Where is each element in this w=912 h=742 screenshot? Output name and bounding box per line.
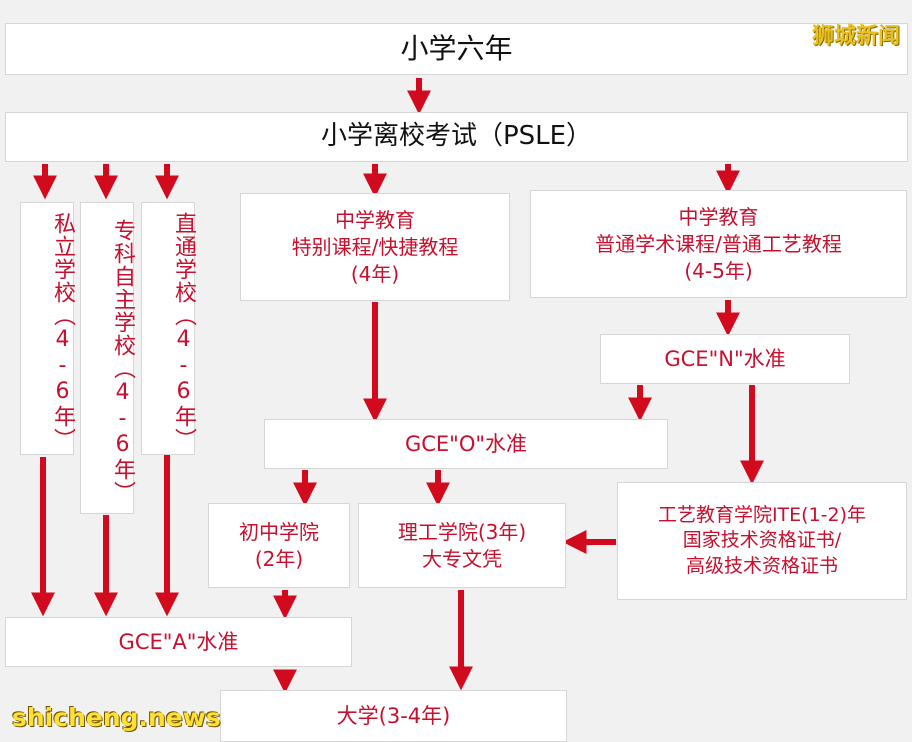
node-specialized-independent-school: 专科自主学校（4-6年） bbox=[80, 202, 135, 514]
node-secondary-normal: 中学教育 普通学术课程/普通工艺教程 (4-5年) bbox=[530, 190, 907, 298]
secondary-normal-line2: 普通学术课程/普通工艺教程 bbox=[595, 231, 842, 256]
watermark-logo-top: 狮城新闻 bbox=[811, 24, 900, 49]
node-university: 大学(3-4年) bbox=[220, 690, 567, 742]
node-gce-o-level: GCE"O"水准 bbox=[264, 419, 668, 469]
node-gce-n-level: GCE"N"水准 bbox=[600, 334, 850, 384]
secondary-normal-line3: (4-5年) bbox=[684, 258, 753, 283]
ite-line2: 国家技术资格证书/ bbox=[682, 529, 842, 552]
polytechnic-line1: 理工学院(3年) bbox=[397, 519, 527, 544]
polytechnic-line2: 大专文凭 bbox=[422, 546, 502, 571]
junior-college-line2: (2年) bbox=[254, 546, 304, 571]
secondary-express-line1: 中学教育 bbox=[335, 207, 415, 232]
ite-line1: 工艺教育学院ITE(1-2)年 bbox=[657, 503, 867, 526]
node-polytechnic: 理工学院(3年) 大专文凭 bbox=[358, 503, 566, 588]
node-secondary-express: 中学教育 特别课程/快捷教程 (4年) bbox=[240, 193, 510, 301]
junior-college-line1: 初中学院 bbox=[239, 519, 319, 544]
secondary-express-line2: 特别课程/快捷教程 bbox=[291, 234, 459, 259]
node-junior-college: 初中学院 (2年) bbox=[208, 503, 350, 588]
node-gce-a-level: GCE"A"水准 bbox=[5, 617, 352, 667]
node-private-school: 私立学校（4-6年） bbox=[20, 202, 75, 455]
node-ip-school: 直通学校（4-6年） bbox=[141, 202, 196, 455]
secondary-express-line3: (4年) bbox=[350, 261, 400, 286]
node-primary-six: 小学六年 bbox=[5, 23, 908, 75]
node-psle: 小学离校考试（PSLE） bbox=[5, 112, 908, 162]
node-ite: 工艺教育学院ITE(1-2)年 国家技术资格证书/ 高级技术资格证书 bbox=[617, 482, 907, 600]
watermark-logo-bottom: shicheng.news bbox=[12, 703, 221, 732]
ite-line3: 高级技术资格证书 bbox=[685, 554, 838, 577]
secondary-normal-line1: 中学教育 bbox=[678, 204, 759, 229]
